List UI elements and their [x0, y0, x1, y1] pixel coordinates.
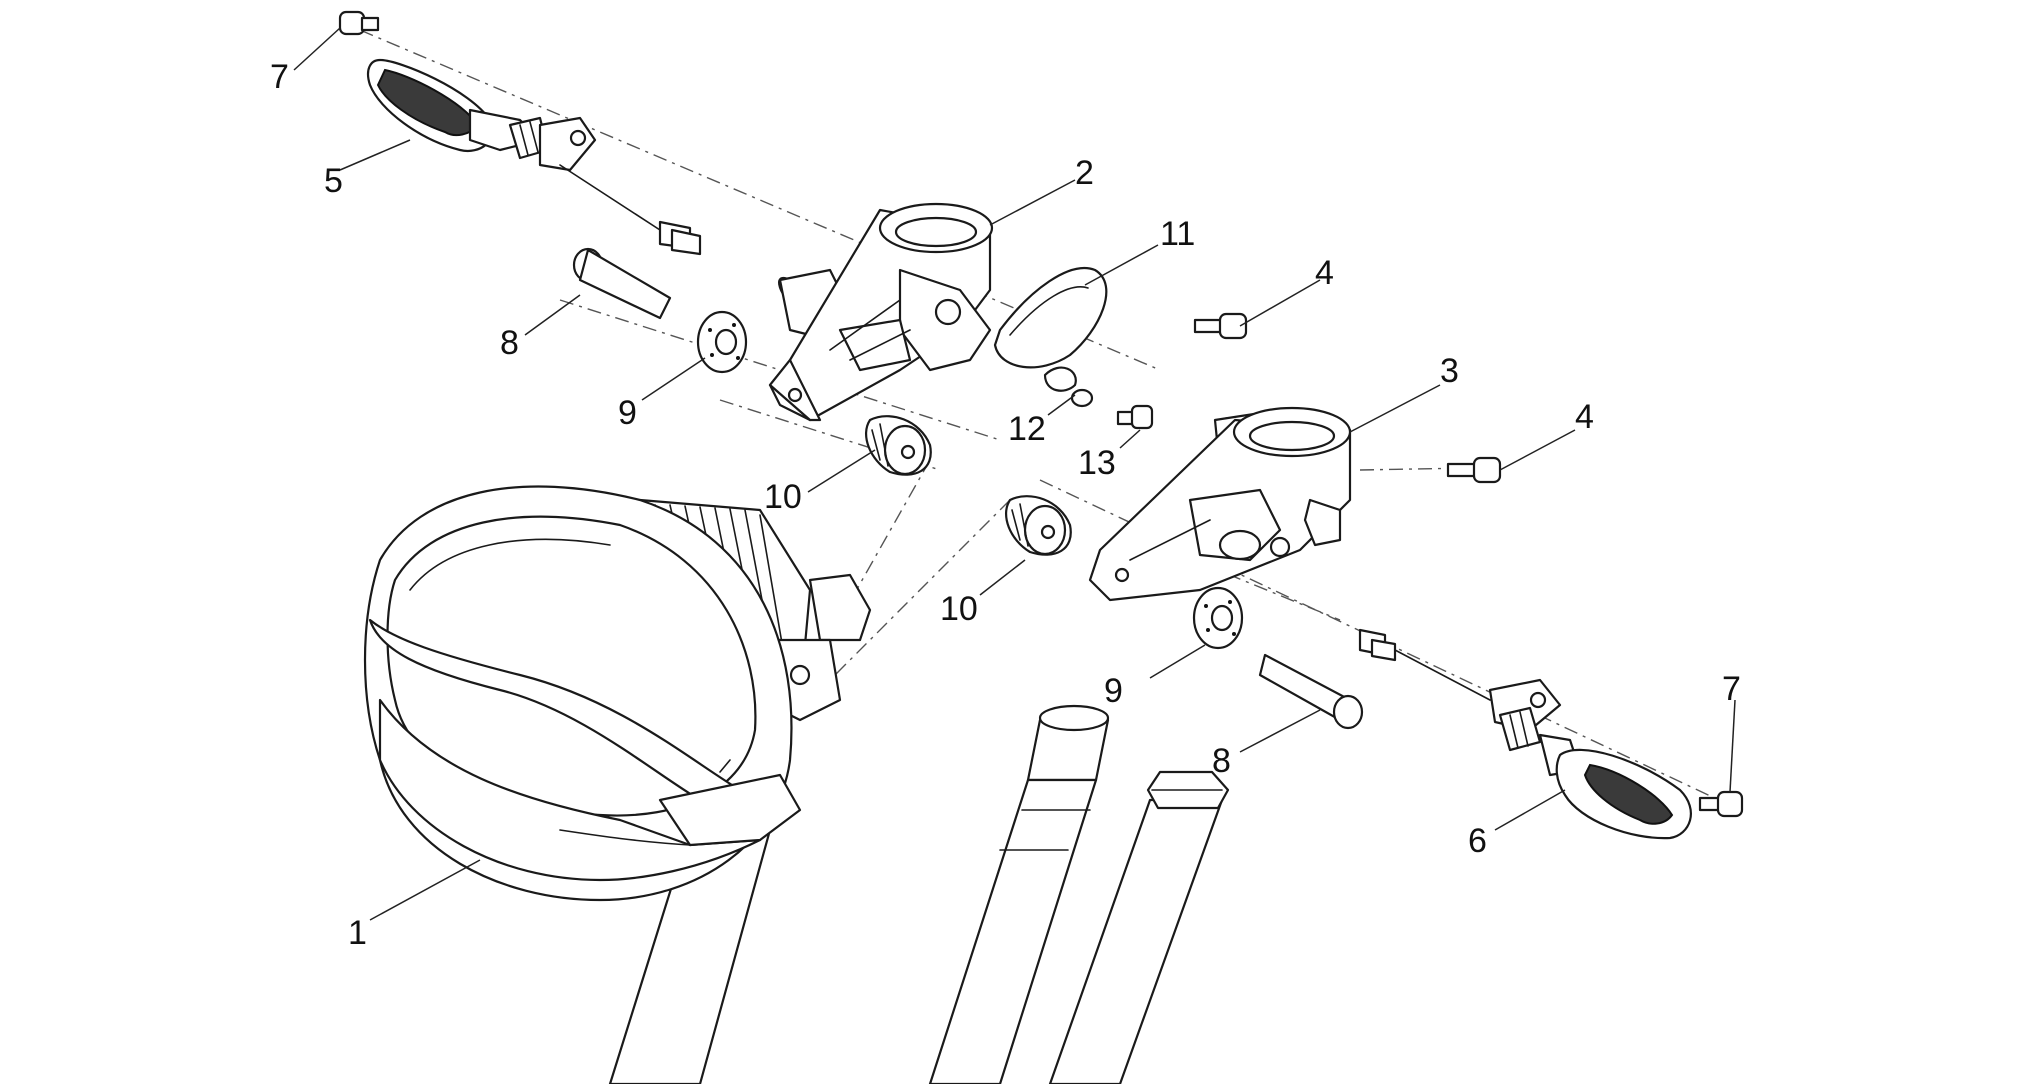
- callout-3: 3: [1440, 352, 1459, 390]
- screw-13: [1116, 404, 1154, 430]
- screw-4-top: [1193, 312, 1248, 340]
- callout-13: 13: [1078, 444, 1116, 482]
- left-turn-indicator: [366, 58, 702, 256]
- damper-10-top: [865, 415, 932, 476]
- callout-10-top: 10: [764, 478, 802, 516]
- callout-5: 5: [324, 162, 343, 200]
- leader-lines: [293, 27, 1736, 921]
- headlight-assembly: [363, 485, 872, 902]
- callout-7-top: 7: [270, 58, 289, 96]
- callout-8-top: 8: [500, 324, 519, 362]
- callout-6: 6: [1468, 822, 1487, 860]
- left-bracket: [768, 202, 994, 422]
- callout-1: 1: [348, 914, 367, 952]
- callout-4-bottom: 4: [1575, 398, 1594, 436]
- bolt-8-bottom: [1258, 653, 1364, 730]
- wire-clip-11: [993, 267, 1108, 369]
- washer-9-bottom: [1192, 586, 1244, 650]
- callout-12: 12: [1008, 410, 1046, 448]
- clip-12: [1043, 366, 1094, 408]
- callout-11: 11: [1160, 215, 1195, 253]
- screw-7-top: [338, 10, 380, 36]
- screw-7-bottom: [1698, 790, 1744, 818]
- callout-4-top: 4: [1315, 254, 1334, 292]
- bolt-8-top: [572, 247, 672, 320]
- callout-9-bottom: 9: [1104, 672, 1123, 710]
- callout-8-bottom: 8: [1212, 742, 1231, 780]
- right-bracket: [1088, 406, 1352, 602]
- callout-7-bottom: 7: [1722, 670, 1741, 708]
- callout-9-top: 9: [618, 394, 637, 432]
- callout-2: 2: [1075, 154, 1094, 192]
- callout-10-bottom: 10: [940, 590, 978, 628]
- washer-9-top: [696, 310, 748, 374]
- damper-10-bottom: [1005, 495, 1072, 556]
- right-turn-indicator: [1358, 628, 1692, 840]
- screw-4-bottom: [1446, 456, 1502, 484]
- fork-tubes: [928, 704, 1230, 1084]
- callout-labels: 7 5 2 11 4 8 9 3 4 12 13 10 10 9 8 7 6 1: [270, 58, 1741, 952]
